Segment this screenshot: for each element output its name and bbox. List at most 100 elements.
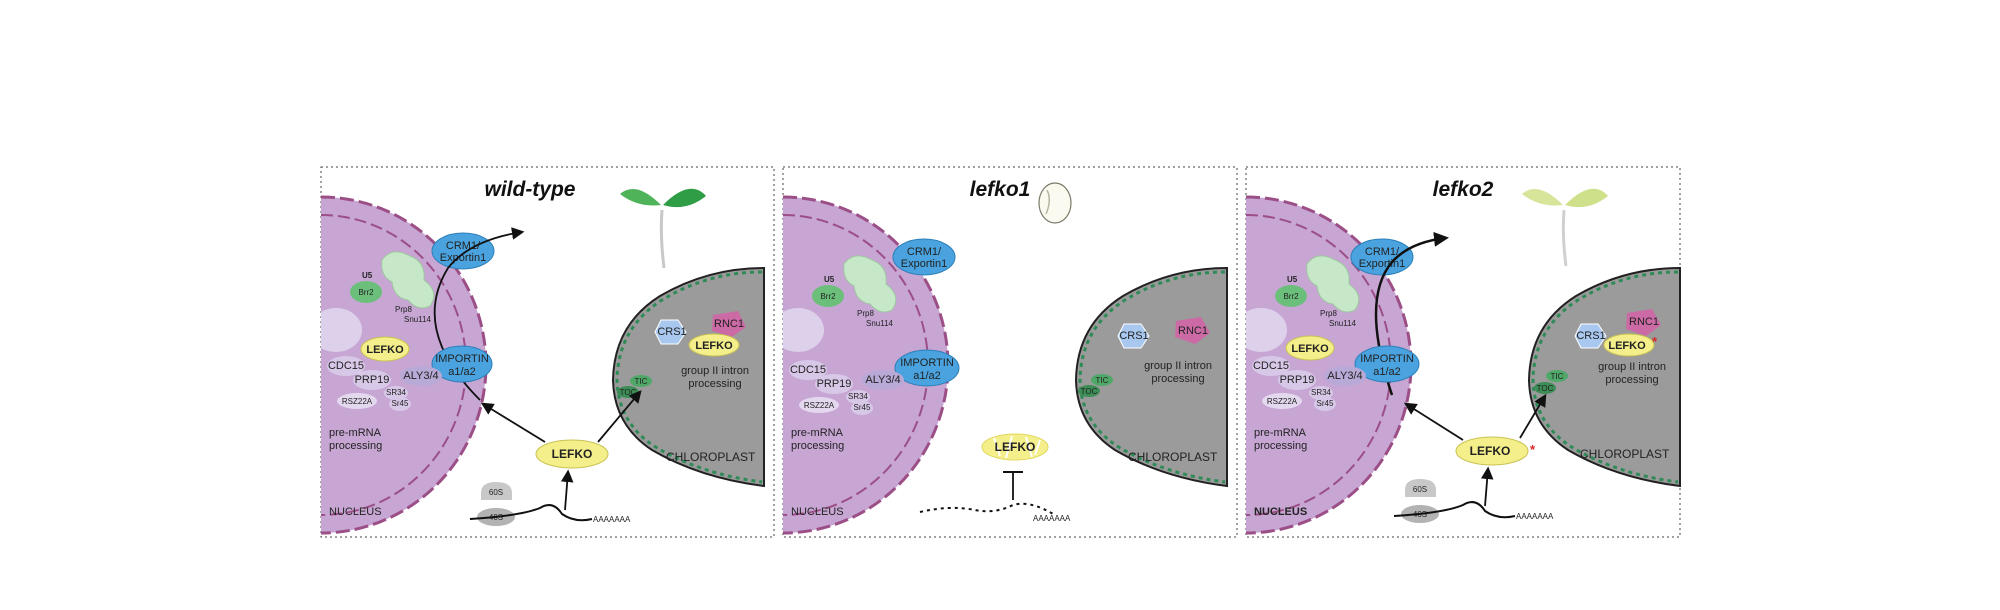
prp8-protein bbox=[1306, 255, 1360, 313]
lefko-cytosolic bbox=[535, 439, 609, 469]
lefko-chloroplast bbox=[1603, 333, 1655, 357]
importin-a1-a2 bbox=[431, 345, 493, 383]
sr45-protein bbox=[851, 401, 873, 415]
cdc15-label: CDC15 bbox=[1253, 360, 1289, 372]
nucleolus bbox=[1246, 308, 1287, 352]
importin-label-line1: IMPORTIN bbox=[900, 357, 954, 369]
lefko-chloroplast-label: LEFKO bbox=[695, 340, 733, 352]
nucleolus bbox=[321, 308, 362, 352]
importin-a1-a2 bbox=[894, 349, 960, 387]
cdc15-protein bbox=[327, 356, 365, 376]
lefko-truncated-label: LEFKO bbox=[995, 440, 1036, 454]
toc-label: TOC bbox=[1081, 387, 1098, 396]
premrna-label-line2: processing bbox=[329, 440, 382, 452]
prp19-label: PRP19 bbox=[1280, 374, 1315, 386]
nucleus-label: NUCLEUS bbox=[1254, 506, 1307, 518]
u5-label: U5 bbox=[362, 271, 373, 280]
aly3-4-label: ALY3/4 bbox=[865, 374, 900, 386]
aly3-4-label: ALY3/4 bbox=[403, 370, 438, 382]
nucleus bbox=[783, 197, 948, 533]
crm1-exportin1 bbox=[431, 232, 495, 270]
prp8-label: Prp8 bbox=[857, 309, 874, 318]
u5-label: U5 bbox=[824, 275, 835, 284]
rnc1-label: RNC1 bbox=[714, 318, 744, 330]
lefko-chloroplast bbox=[688, 333, 740, 357]
nucleolus bbox=[783, 308, 824, 352]
mrna-strand-degraded bbox=[919, 502, 1056, 516]
tic-complex bbox=[1091, 374, 1113, 386]
snu114-label: Snu114 bbox=[404, 315, 432, 324]
rnc1-protein bbox=[1626, 309, 1661, 336]
crm1-label-line2: Exportin1 bbox=[901, 258, 947, 270]
brr2-label: Brr2 bbox=[358, 288, 374, 297]
mutation-asterisk-chloroplast: * bbox=[1652, 334, 1658, 349]
green-seedling-icon bbox=[620, 188, 706, 269]
polya-label: AAAAAAA bbox=[593, 515, 631, 524]
cdc15-protein bbox=[789, 360, 827, 380]
panel-frame bbox=[782, 166, 1238, 538]
crm1-label-line1: CRM1/ bbox=[907, 246, 942, 258]
brr2-label: Brr2 bbox=[820, 292, 836, 301]
albino-seed-icon bbox=[1038, 182, 1072, 224]
chloroplast-label: CHLOROPLAST bbox=[666, 450, 756, 464]
crs1-label: CRS1 bbox=[1576, 330, 1605, 342]
prp19-label: PRP19 bbox=[817, 378, 852, 390]
premrna-label-line1: pre-mRNA bbox=[329, 427, 382, 439]
chloroplast-envelope bbox=[1078, 270, 1226, 484]
import-chloroplast-arrow bbox=[597, 390, 642, 443]
crm1-label-line1: CRM1/ bbox=[446, 240, 481, 252]
toc-complex bbox=[1534, 382, 1556, 394]
importin-label-line2: a1/a2 bbox=[913, 370, 941, 382]
toc-label: TOC bbox=[1537, 384, 1554, 393]
chloroplast-envelope bbox=[1531, 270, 1679, 484]
panel-title: wild-type bbox=[484, 178, 575, 201]
panel-frame bbox=[1245, 166, 1681, 538]
nucleus-label: NUCLEUS bbox=[329, 506, 382, 518]
ribosome-60s-label: 60S bbox=[1413, 485, 1427, 494]
translation-arrow bbox=[1480, 466, 1494, 507]
chloroplast-envelope bbox=[615, 270, 763, 484]
lefko-chloroplast-label: LEFKO bbox=[1608, 340, 1646, 352]
nucleus-outer-envelope bbox=[783, 195, 950, 535]
brr2-protein bbox=[812, 285, 844, 307]
brr2-protein bbox=[350, 281, 382, 303]
importin-label-line2: a1/a2 bbox=[1373, 366, 1401, 378]
cdc15-protein bbox=[1252, 356, 1290, 376]
nucleus-outer-envelope bbox=[1246, 195, 1413, 535]
lefko-truncated bbox=[981, 433, 1049, 461]
rsz22a-label: RSZ22A bbox=[804, 401, 835, 410]
rnc1-label: RNC1 bbox=[1178, 325, 1208, 337]
group-ii-label-line1: group II intron bbox=[1144, 360, 1212, 372]
importin-a1-a2 bbox=[1354, 345, 1420, 383]
sr45-label: Sr45 bbox=[392, 399, 409, 408]
sr34-label: SR34 bbox=[386, 388, 407, 397]
lefko-nuclear bbox=[1285, 335, 1335, 361]
aly3-4-protein bbox=[862, 370, 904, 390]
translation-arrow bbox=[560, 469, 574, 511]
lefko-nuclear bbox=[360, 336, 410, 362]
prp19-protein bbox=[815, 374, 853, 394]
prp19-label: PRP19 bbox=[355, 374, 390, 386]
sr34-label: SR34 bbox=[1311, 388, 1332, 397]
prp19-protein bbox=[1278, 370, 1316, 390]
rsz22a-label: RSZ22A bbox=[342, 397, 373, 406]
tic-label: TIC bbox=[1096, 376, 1109, 385]
lefko-cytosolic bbox=[1455, 436, 1529, 466]
importin-label-line1: IMPORTIN bbox=[435, 353, 489, 365]
u5-label: U5 bbox=[1287, 275, 1298, 284]
polya-label: AAAAAAA bbox=[1516, 512, 1554, 521]
rnc1-protein bbox=[1175, 317, 1210, 344]
crs1-protein bbox=[1574, 323, 1607, 349]
cdc15-label: CDC15 bbox=[328, 360, 364, 372]
prp8-protein bbox=[843, 255, 897, 313]
import-chloroplast-arrow bbox=[1519, 393, 1547, 439]
premrna-label-line2: processing bbox=[791, 440, 844, 452]
panel-lefko2: lefko2 CRM1/ Exportin1 U5 Brr2 Prp8 Snu1… bbox=[1245, 166, 1681, 538]
group-ii-label-line2: processing bbox=[1151, 373, 1204, 385]
rnc1-protein bbox=[712, 311, 746, 337]
crm1-exportin1 bbox=[892, 238, 956, 276]
rsz22a-protein bbox=[337, 393, 377, 409]
rnc1-label: RNC1 bbox=[1629, 316, 1659, 328]
panel-title: lefko1 bbox=[970, 178, 1031, 201]
panel-title: lefko2 bbox=[1433, 178, 1494, 201]
